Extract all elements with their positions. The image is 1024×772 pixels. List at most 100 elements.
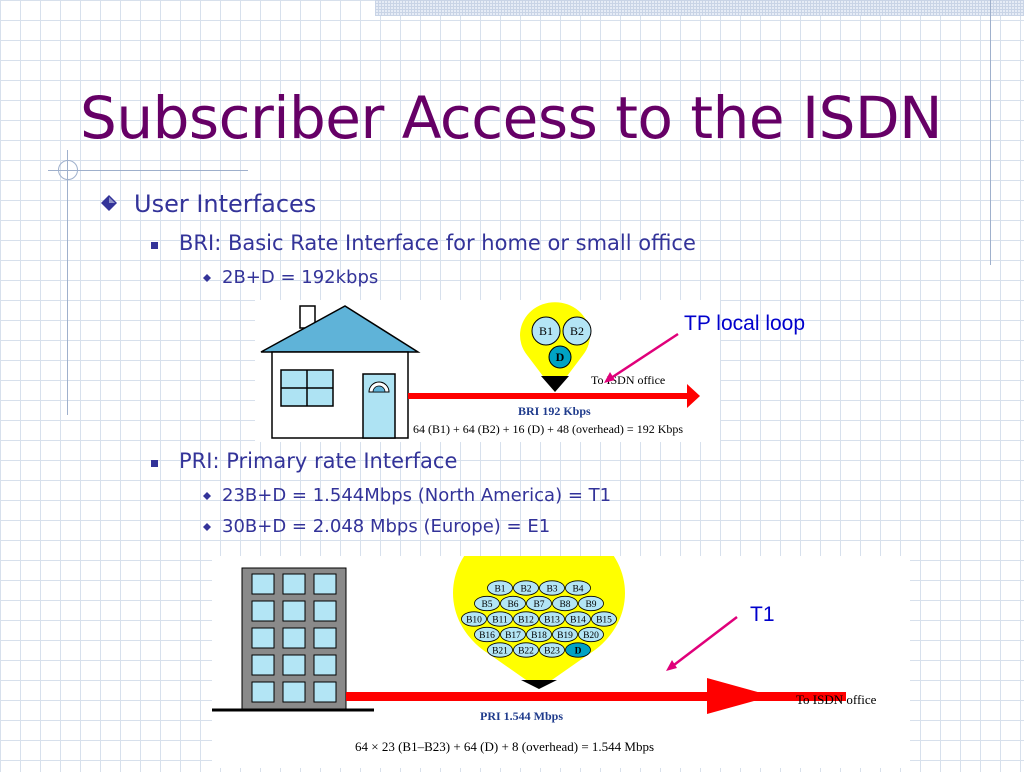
- bri-rate-label: BRI 192 Kbps: [518, 404, 591, 418]
- channel-b2: B2: [570, 324, 584, 338]
- pri-channel-oval: [513, 611, 539, 627]
- pri-channel-oval: [552, 626, 578, 643]
- right-decorative-line: [990, 0, 991, 265]
- pri-channel-oval: [539, 642, 565, 658]
- channel-d: D: [556, 350, 565, 364]
- pri-channel-b15: B15: [596, 616, 612, 626]
- building-window: [282, 573, 306, 595]
- building-window: [313, 627, 337, 649]
- pri-channel-oval: [565, 580, 591, 596]
- pri-channel-b12: B12: [518, 616, 534, 626]
- small-diamond-bullet-icon: [202, 267, 212, 288]
- bullet-text: 30B+D = 2.048 Mbps (Europe) = E1: [222, 516, 551, 537]
- building-window: [313, 600, 337, 622]
- pri-channel-oval: [474, 626, 500, 643]
- building-window: [251, 573, 275, 595]
- pri-channel-b21: B21: [492, 647, 508, 657]
- bullet-pri-sub-2: 30B+D = 2.048 Mbps (Europe) = E1: [202, 516, 550, 537]
- pri-channel-b3: B3: [546, 585, 557, 595]
- pri-channel-b22: B22: [518, 647, 534, 657]
- pri-channel-oval: [565, 611, 591, 627]
- square-bullet-icon: [150, 231, 160, 255]
- building-window: [251, 627, 275, 649]
- pri-channel-oval: [578, 626, 604, 643]
- pri-channel-d: D: [575, 647, 582, 657]
- channel-b1: B1: [539, 324, 553, 338]
- t1-annotation: T1: [750, 603, 775, 626]
- title-underline: [48, 170, 248, 171]
- pri-channel-oval: [513, 642, 539, 658]
- pri-channel-b17: B17: [505, 631, 521, 641]
- building-window: [282, 600, 306, 622]
- pri-channel-b2: B2: [520, 585, 531, 595]
- house-icon: [260, 305, 421, 439]
- bullet-text: User Interfaces: [134, 190, 317, 218]
- pri-channel-oval: [487, 611, 513, 627]
- bri-diagram: To ISDN office BRI 192 Kbps 64 (B1) + 64…: [255, 300, 720, 442]
- pri-channel-b20: B20: [583, 631, 599, 641]
- pri-channel-b1: B1: [494, 585, 505, 595]
- bullet-text: 2B+D = 192kbps: [222, 267, 379, 288]
- bullet-user-interfaces: User Interfaces: [100, 190, 316, 218]
- t1-pointer-head: [666, 660, 677, 671]
- bullet-text: BRI: Basic Rate Interface for home or sm…: [179, 231, 696, 255]
- pri-channel-b8: B8: [559, 600, 570, 610]
- pri-channel-oval: [461, 611, 487, 627]
- bullet-text: PRI: Primary rate Interface: [179, 449, 458, 473]
- pri-channel-b10: B10: [466, 616, 482, 626]
- pri-channel-b7: B7: [533, 600, 544, 610]
- pri-channel-oval: [539, 611, 565, 627]
- pri-channel-oval: [513, 580, 539, 596]
- t1-pointer-line: [669, 616, 738, 669]
- slide-title: Subscriber Access to the ISDN: [80, 84, 943, 152]
- left-decorative-line: [67, 150, 68, 415]
- building-window: [282, 681, 306, 703]
- pri-formula: 64 × 23 (B1–B23) + 64 (D) + 8 (overhead)…: [355, 739, 654, 754]
- pri-rate-label: PRI 1.544 Mbps: [480, 709, 563, 723]
- diamond-bullet-icon: [100, 190, 118, 218]
- building-window: [313, 681, 337, 703]
- pri-channel-b19: B19: [557, 631, 573, 641]
- pri-channel-b4: B4: [572, 585, 583, 595]
- bri-arrow: [408, 384, 700, 408]
- tp-local-loop-annotation: TP local loop: [684, 312, 806, 335]
- pri-channel-oval: [474, 595, 500, 612]
- pri-channel-oval: [526, 595, 552, 612]
- top-decorative-band: [375, 0, 1024, 16]
- building-window: [313, 654, 337, 676]
- pri-channel-b11: B11: [492, 616, 508, 626]
- pri-channel-b16: B16: [479, 631, 495, 641]
- bullet-pri-sub-1: 23B+D = 1.544Mbps (North America) = T1: [202, 485, 611, 506]
- small-diamond-bullet-icon: [202, 485, 212, 506]
- pri-channel-oval: [487, 580, 513, 596]
- small-diamond-bullet-icon: [202, 516, 212, 537]
- pri-channel-b18: B18: [531, 631, 547, 641]
- pri-channel-oval: [591, 611, 617, 627]
- pri-channel-b6: B6: [507, 600, 518, 610]
- bullet-pri: PRI: Primary rate Interface: [150, 449, 457, 473]
- pri-channel-oval: [565, 642, 591, 658]
- pri-arrow-label: To ISDN office: [796, 692, 877, 707]
- building-window: [313, 573, 337, 595]
- pri-channel-oval: [578, 595, 604, 612]
- bullet-text: 23B+D = 1.544Mbps (North America) = T1: [222, 485, 612, 506]
- bullet-bri: BRI: Basic Rate Interface for home or sm…: [150, 231, 696, 255]
- bri-formula: 64 (B1) + 64 (B2) + 16 (D) + 48 (overhea…: [413, 422, 683, 436]
- pri-channel-b13: B13: [544, 616, 560, 626]
- building-window: [282, 627, 306, 649]
- circle-ornament: [58, 160, 78, 180]
- tp-pointer-line: [607, 332, 679, 382]
- building-window: [251, 600, 275, 622]
- pri-channel-oval: [487, 642, 513, 658]
- bullet-bri-sub: 2B+D = 192kbps: [202, 267, 378, 288]
- pri-channel-oval: [500, 626, 526, 643]
- pri-channel-oval: [539, 580, 565, 596]
- pri-channel-b9: B9: [585, 600, 596, 610]
- building-window: [282, 654, 306, 676]
- building-window: [251, 654, 275, 676]
- building-window: [251, 681, 275, 703]
- square-bullet-icon: [150, 449, 160, 473]
- pri-channel-b14: B14: [570, 616, 586, 626]
